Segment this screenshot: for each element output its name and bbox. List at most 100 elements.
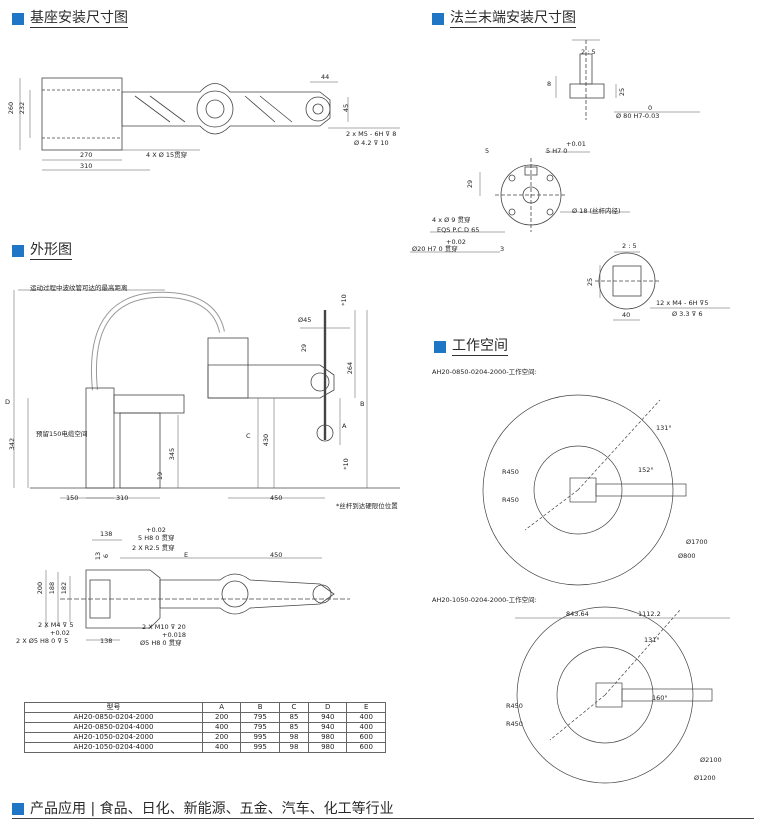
dim-29: 29 — [466, 179, 475, 189]
plan-arm — [159, 573, 335, 615]
table-cell: 600 — [346, 732, 386, 743]
table-row: AH20-0850-0204-2000 200 795 85 940 400 — [24, 712, 386, 723]
angle-131: 131° — [656, 424, 672, 432]
pin-spec-plan-2: Ø5 H8 0 贯穿 — [140, 639, 182, 647]
table-cell: 980 — [308, 732, 348, 743]
dia-800: Ø800 — [678, 552, 696, 560]
table-cell: AH20-0850-0204-2000 — [24, 712, 203, 723]
dim-450-plan: 450 — [270, 551, 283, 559]
base-block — [41, 77, 123, 151]
tap-m4-2: Ø 3.3 ⊽ 6 — [672, 310, 703, 318]
table-cell: 795 — [240, 722, 280, 733]
dim-260: 260 — [7, 101, 16, 115]
table-cell: 995 — [240, 742, 280, 753]
tol-2: +0.02 — [446, 238, 466, 246]
table-cell: 98 — [278, 742, 310, 753]
dim-430: 430 — [262, 433, 271, 447]
depth-3: 3 — [500, 245, 505, 253]
spec-table: 型号 A B C D E AH20-0850-0204-2000 200 795… — [24, 702, 386, 753]
pin-spec: Ø20 H7 0 贯穿 — [412, 245, 458, 253]
hole-spec-4: 4 x Ø 9 贯穿 — [432, 216, 471, 224]
section-marker-icon — [12, 803, 24, 815]
dim-25b: 25 — [586, 277, 595, 287]
table-cell: 795 — [240, 712, 280, 723]
tol-0018: +0.018 — [162, 631, 187, 639]
column-header: D — [308, 702, 348, 713]
dim-44: 44 — [321, 73, 330, 81]
tap-m10: 2 X M10 ⊽ 20 — [142, 623, 186, 631]
dim-0: 0 — [648, 104, 653, 112]
dim-A: A — [342, 422, 347, 430]
column-header: E — [346, 702, 386, 713]
workspace-caption-2: AH20-1050-0204-2000-工作空间: — [432, 596, 537, 604]
table-cell: 940 — [308, 712, 348, 723]
section-title: 基座安装尺寸图 — [30, 10, 128, 28]
dim-E: E — [184, 551, 189, 559]
table-cell: 600 — [346, 742, 386, 753]
tol-plus: +0.01 — [566, 140, 586, 148]
workspace-1-outer — [482, 394, 674, 586]
table-cell: 940 — [308, 722, 348, 733]
stopper-note: *丝杆到达硬限位位置 — [336, 502, 398, 510]
table-cell: 400 — [201, 722, 242, 733]
table-cell: AH20-1050-0204-4000 — [24, 742, 203, 753]
dim-138: 138 — [100, 530, 113, 538]
section-title: 法兰末端安装尺寸图 — [450, 10, 576, 28]
dim-342: 342 — [8, 437, 17, 451]
dim-19: 19 — [156, 471, 165, 481]
section-title: 产品应用 | 食品、日化、新能源、五金、汽车、化工等行业 — [30, 800, 394, 817]
upper-arm — [207, 364, 335, 399]
table-cell: 995 — [240, 732, 280, 743]
column-header: A — [201, 702, 242, 713]
dim-200: 200 — [36, 581, 45, 595]
radius-450c: R450 — [506, 702, 523, 710]
hole-spec: 4 X Ø 15贯穿 — [146, 151, 188, 159]
dim-29: 29 — [300, 343, 309, 353]
table-cell: 980 — [308, 742, 348, 753]
section-flange: 法兰末端安装尺寸图 — [432, 10, 576, 28]
workspace-drawing — [482, 394, 730, 784]
tol-002b: +0.02 — [50, 629, 70, 637]
dim-182: 182 — [60, 581, 69, 595]
flange-drawing — [410, 39, 730, 321]
dim-232: 232 — [18, 101, 27, 115]
dia-1700: Ø1700 — [686, 538, 708, 546]
dim-10b: *10 — [341, 458, 350, 470]
tol-slot: 5 H7 0 — [546, 147, 568, 155]
dim-D: D — [5, 398, 11, 406]
section-workspace: 工作空间 — [434, 338, 508, 356]
dim-345: 345 — [168, 447, 177, 461]
dim-8: 8 — [547, 80, 552, 88]
workspace-2-outer — [516, 606, 694, 784]
tap-m4-plan: 2 X M4 ⊽ 5 — [38, 621, 74, 629]
table-header-row: 型号 A B C D E — [24, 702, 386, 713]
section-outline: 外形图 — [12, 242, 72, 260]
arm-outline — [121, 83, 331, 135]
table-cell: 200 — [201, 732, 242, 743]
view-scale-2: 2 : 5 — [622, 242, 637, 250]
dim-450: 450 — [270, 494, 283, 502]
dim-6: 6 — [102, 553, 111, 559]
section-marker-icon — [434, 341, 446, 353]
section-marker-icon — [12, 13, 24, 25]
width-1112: 1112.2 — [638, 610, 661, 618]
table-row: AH20-1050-0204-4000 400 995 98 980 600 — [24, 742, 386, 753]
plan-base — [85, 569, 161, 629]
dia-1200: Ø1200 — [694, 774, 716, 782]
table-cell: AH20-0850-0204-4000 — [24, 722, 203, 733]
cable-height-note: 运动过程中波纹管可达的最高距离 — [30, 284, 128, 292]
dim-40: 40 — [622, 311, 631, 319]
angle-131b: 131° — [644, 636, 660, 644]
footer-rule — [12, 818, 754, 819]
dim-310b: 310 — [116, 494, 129, 502]
table-cell: 400 — [346, 722, 386, 733]
width-843: 843.64 — [566, 610, 589, 618]
table-row: AH20-0850-0204-4000 400 795 85 940 400 — [24, 722, 386, 733]
radius-spec: 2 X R2.5 贯穿 — [132, 544, 175, 552]
dim-150: 150 — [66, 494, 79, 502]
base-mount-drawing — [19, 77, 400, 171]
column-header: C — [278, 702, 310, 713]
view-scale-1: 2 : 5 — [581, 48, 596, 56]
angle-160: 160° — [652, 694, 668, 702]
ball-screw-note: Ø 18 (丝杆内径) — [572, 207, 621, 215]
